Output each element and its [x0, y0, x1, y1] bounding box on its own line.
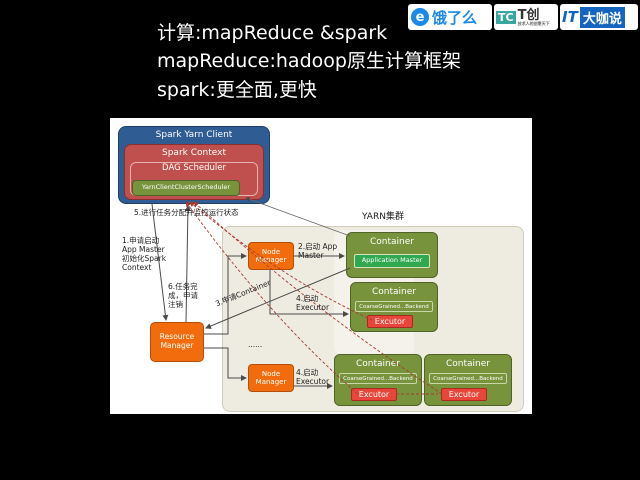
arrow-step5: [245, 197, 351, 237]
executor-box: Excutor: [441, 388, 487, 401]
arrow-rm-nm2: [204, 347, 247, 381]
container-app-master: Container Application Master: [346, 232, 438, 278]
diagram-arrows: [151, 197, 443, 395]
arrow-executor2-client: [185, 201, 359, 395]
cluster-scheduler-box: YarnClientClusterScheduler: [132, 180, 240, 196]
spark-yarn-client-title: Spark Yarn Client: [155, 130, 233, 140]
itdakashuo-logo-text: 大咖说: [579, 6, 625, 28]
container-label: Container: [356, 359, 400, 369]
step2-label: 2.启动 App Master: [298, 242, 338, 260]
step4a-label: 4.启动 Executor: [296, 294, 330, 312]
heading-line-3: spark:更全面,更快: [157, 79, 317, 101]
dag-scheduler-label: DAG Scheduler: [162, 163, 226, 173]
arrow-executor3-client: [193, 201, 443, 395]
resource-manager-box: Resource Manager: [150, 322, 204, 362]
container-label: Container: [446, 359, 490, 369]
itdakashuo-logo: IT 大咖说: [560, 4, 638, 30]
container-executor-2: Container CoarseGrained...Backend Excuto…: [334, 354, 422, 406]
tchuang-logo-mark: TC: [496, 10, 516, 24]
itdakashuo-logo-mark: IT: [562, 8, 578, 26]
application-master-box: Application Master: [354, 254, 430, 268]
node-manager-2: Node Manager: [248, 364, 294, 392]
arrow-step4a: [269, 270, 349, 317]
coarse-backend-label: CoarseGrained...Backend: [355, 301, 433, 312]
eleme-logo: e 饿了么: [408, 4, 492, 30]
arrow-rm-nm1: [204, 253, 247, 335]
coarse-backend-label: CoarseGrained...Backend: [429, 373, 507, 384]
spark-on-yarn-diagram: YARN集群 Spark Yarn Client Spark Context D…: [110, 118, 532, 414]
executor-box: Excutor: [367, 315, 413, 328]
container-executor-3: Container CoarseGrained...Backend Excuto…: [424, 354, 512, 406]
executor-box: Excutor: [351, 388, 397, 401]
arrow-step1: [151, 203, 169, 321]
container-label: Container: [372, 287, 416, 297]
step1-label: 1.申请启动 App Master 初始化Spark Context: [122, 236, 167, 272]
container-executor-1: Container CoarseGrained...Backend Excuto…: [350, 282, 438, 332]
heading-line-1: 计算:mapReduce &spark: [157, 22, 388, 44]
arrow-step6: [184, 205, 191, 323]
coarse-backend-label: CoarseGrained...Backend: [339, 373, 417, 384]
yarn-cluster-label: YARN集群: [362, 212, 404, 222]
eleme-logo-mark: e: [411, 8, 429, 26]
step5-label: 5.进行任务分配并监控运行状态: [134, 208, 239, 217]
spark-context-label: Spark Context: [162, 148, 226, 158]
eleme-logo-text: 饿了么: [432, 8, 478, 27]
tchuang-logo: TC T创 技术人的创意天下: [494, 4, 558, 30]
ellipsis-label: ......: [248, 340, 263, 349]
tchuang-logo-text: T创: [517, 7, 540, 23]
arrow-step3: [205, 267, 351, 329]
step6-label: 6.任务完 成，申请 注销: [168, 282, 198, 309]
step4b-label: 4.启动 Executor: [296, 368, 330, 386]
container-label: Container: [370, 237, 414, 247]
tchuang-logo-small: 技术人的创意天下: [517, 20, 550, 26]
heading-line-2: mapReduce:hadoop原生计算框架: [157, 50, 461, 72]
